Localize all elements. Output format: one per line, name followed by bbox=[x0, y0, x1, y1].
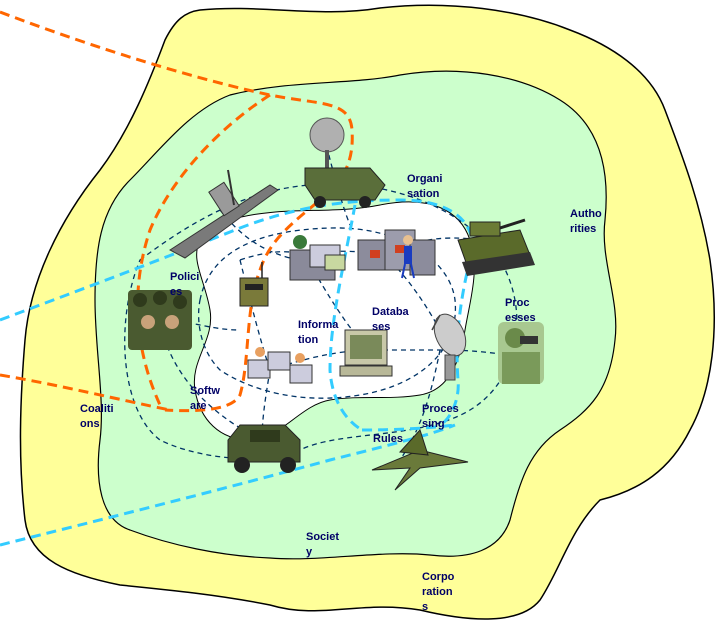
label-authorities: Autho rities bbox=[570, 208, 602, 235]
label-policies: Polici es bbox=[170, 271, 200, 298]
label-software: Softw are bbox=[190, 385, 220, 412]
soldiers-group-icon bbox=[128, 290, 192, 350]
fighter-jet-icon bbox=[371, 429, 469, 491]
tank-icon bbox=[457, 218, 535, 276]
binocular-soldier-icon bbox=[498, 322, 544, 384]
label-information: Informa tion bbox=[298, 319, 339, 346]
computer-terminals-icon bbox=[247, 347, 313, 384]
server-racks-icon bbox=[357, 229, 436, 279]
label-organisation: Organi sation bbox=[407, 173, 443, 200]
warship-icon bbox=[169, 169, 279, 259]
satellite-dish-icon bbox=[431, 313, 467, 381]
label-corporations: Corpo ration s bbox=[422, 571, 455, 613]
label-society: Societ y bbox=[306, 531, 340, 558]
label-coalitions: Coaliti ons bbox=[80, 403, 114, 430]
satellite-dish-truck-icon bbox=[304, 117, 386, 208]
database-computer-icon bbox=[339, 329, 393, 377]
label-processing: Proces sing bbox=[422, 403, 459, 430]
orange-links bbox=[0, 10, 354, 413]
radio-icon bbox=[239, 262, 269, 307]
humvee-icon bbox=[227, 424, 301, 473]
label-processes: Proc esses bbox=[505, 297, 536, 324]
computer-operator-icon bbox=[289, 235, 346, 281]
label-databases: Databa ses bbox=[372, 306, 409, 333]
label-rules: Rules bbox=[373, 433, 403, 445]
